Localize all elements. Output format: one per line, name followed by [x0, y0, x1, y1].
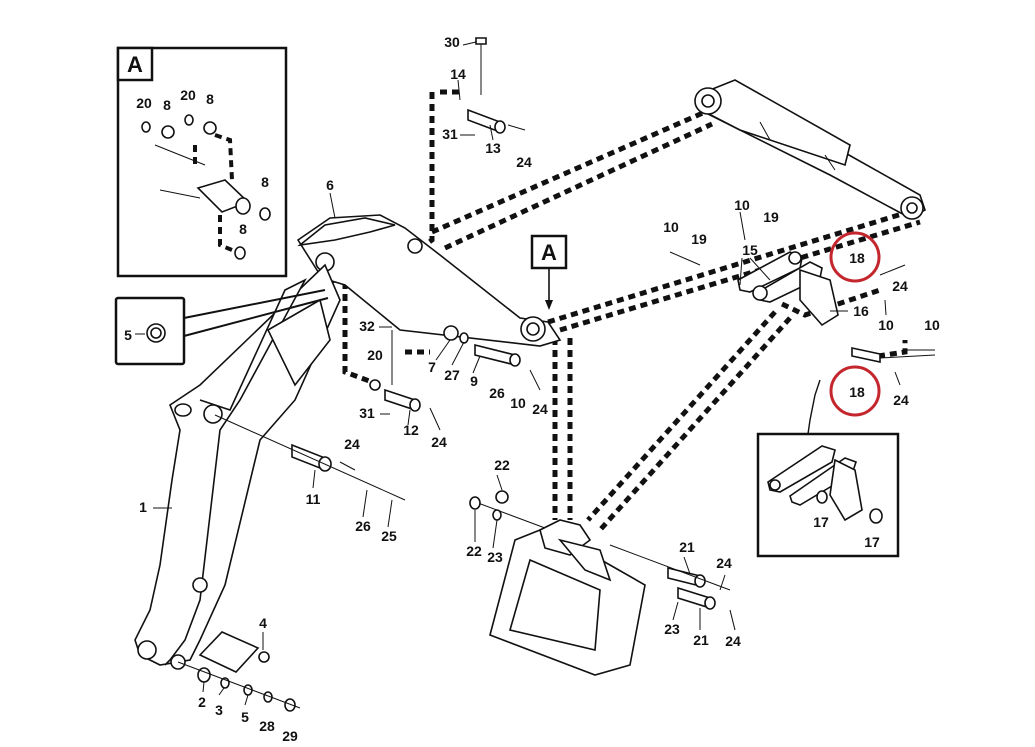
highlight-circle-18-top: [829, 231, 881, 283]
callout-5-bottom: 5: [241, 709, 249, 725]
callout-10-a: 10: [663, 219, 679, 235]
callout-8-b: 8: [206, 91, 214, 107]
callout-24-g: 24: [716, 555, 732, 571]
pointer-a: A: [530, 234, 568, 310]
callout-24-e: 24: [431, 434, 447, 450]
detail-inset-a: A: [116, 46, 288, 278]
leader-lines: [153, 41, 848, 706]
callout-27: 27: [444, 367, 460, 383]
callout-32: 32: [359, 318, 375, 334]
arm: [134, 263, 341, 670]
callout-25: 25: [381, 528, 397, 544]
callout-30: 30: [444, 34, 460, 50]
callout-13: 13: [485, 140, 501, 156]
callout-22-b: 22: [466, 543, 482, 559]
dashed-guides: [299, 89, 921, 532]
callout-10-b: 10: [734, 197, 750, 213]
callout-24-b: 24: [892, 278, 908, 294]
bucket: [489, 519, 646, 676]
callout-11: 11: [306, 491, 321, 507]
callout-31-a: 31: [442, 126, 458, 142]
callout-22-a: 22: [494, 457, 510, 473]
callout-26-b: 26: [489, 385, 505, 401]
callout-17-b: 17: [864, 534, 880, 550]
callout-24-h: 24: [725, 633, 741, 649]
callout-15: 15: [742, 242, 758, 258]
detail-inset-17: [756, 379, 900, 558]
callout-6: 6: [326, 177, 334, 193]
callout-4: 4: [259, 615, 267, 631]
inset-letter: A: [127, 52, 143, 77]
boom: [296, 214, 562, 347]
hydraulic-cylinder: [694, 79, 926, 220]
callout-18-bottom: 18: [849, 384, 865, 400]
callout-17-a: 17: [813, 514, 829, 530]
callout-14: 14: [450, 66, 466, 82]
callout-8-c: 8: [261, 174, 269, 190]
callout-20-c: 20: [367, 347, 383, 363]
callout-8-a: 8: [163, 97, 171, 113]
callout-2: 2: [198, 694, 206, 710]
callout-24-f: 24: [344, 436, 360, 452]
callout-3: 3: [215, 702, 223, 718]
callout-21-b: 21: [693, 632, 709, 648]
callout-23-b: 23: [664, 621, 680, 637]
callout-29: 29: [282, 728, 298, 744]
callout-19-a: 19: [691, 231, 707, 247]
detail-inset-5: [114, 289, 329, 366]
callout-23-a: 23: [487, 549, 503, 565]
highlight-circle-18-bottom: [829, 365, 881, 417]
callout-10-c: 10: [878, 317, 894, 333]
callout-1: 1: [139, 499, 147, 515]
callout-20-a: 20: [136, 95, 152, 111]
callout-8-d: 8: [239, 221, 247, 237]
callout-5-inset: 5: [124, 327, 132, 343]
callout-9: 9: [470, 373, 478, 389]
callout-28: 28: [259, 718, 275, 734]
callout-18-top: 18: [849, 250, 865, 266]
callout-7: 7: [428, 359, 436, 375]
pointer-letter: A: [541, 240, 557, 265]
callout-31-b: 31: [359, 405, 375, 421]
callout-20-b: 20: [180, 87, 196, 103]
callout-16: 16: [853, 303, 869, 319]
callout-labels: 1 2 3 4 5 5 6 7 8 8 8 8 9 10 10 10 10 10…: [124, 34, 940, 744]
callout-24-a: 24: [516, 154, 532, 170]
linkage: [737, 251, 839, 327]
callout-12: 12: [403, 422, 419, 438]
callout-26-a: 26: [355, 518, 371, 534]
callout-10-e: 10: [510, 395, 526, 411]
callout-24-c: 24: [893, 392, 909, 408]
callout-21-a: 21: [679, 539, 695, 555]
callout-24-d: 24: [532, 401, 548, 417]
callout-19-b: 19: [763, 209, 779, 225]
callout-10-d: 10: [924, 317, 940, 333]
